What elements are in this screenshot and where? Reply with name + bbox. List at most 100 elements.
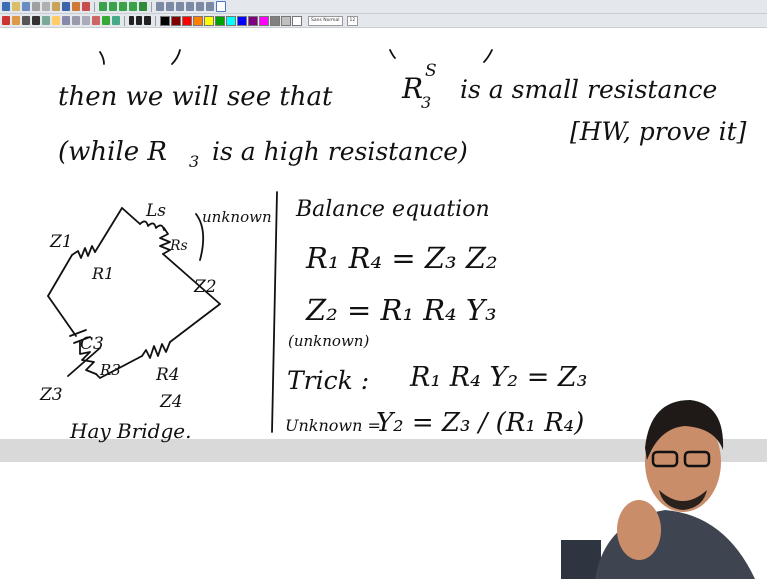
ls-inductor — [139, 220, 165, 231]
color-swatch[interactable] — [193, 15, 203, 26]
pen-tool-icon[interactable] — [2, 16, 10, 25]
zoom-width-icon[interactable] — [176, 2, 184, 11]
equation-1: R₁ R₄ = Z₃ Z₂ — [305, 241, 498, 275]
c3-capacitor — [73, 336, 91, 344]
cut-icon[interactable] — [32, 2, 40, 11]
select-rect-icon[interactable] — [82, 16, 90, 25]
color-swatch[interactable] — [292, 15, 302, 26]
highlighter-icon[interactable] — [52, 16, 60, 25]
main-toolbar — [0, 0, 767, 14]
ink-fragment — [171, 49, 181, 65]
previous-page-icon[interactable] — [109, 2, 117, 11]
bridge-wire — [169, 303, 221, 343]
toolbar-divider — [124, 15, 125, 26]
hay-bridge-caption: Hay Bridge. — [69, 419, 191, 443]
zoom-out-icon[interactable] — [166, 2, 174, 11]
bridge-wire — [47, 295, 77, 337]
presenter-webcam — [561, 400, 755, 579]
hand-tool-icon[interactable] — [112, 16, 120, 25]
note-line-1: then we will see that — [58, 82, 333, 112]
thin-pen-icon[interactable] — [129, 16, 134, 25]
unknown-brace — [195, 213, 205, 261]
save-icon[interactable] — [22, 2, 30, 11]
z1-label: Z1 — [49, 232, 73, 252]
select-region-icon[interactable] — [92, 16, 100, 25]
z2-label: Z2 — [193, 277, 217, 297]
font-size-selector[interactable]: 12 — [346, 15, 359, 26]
copy-icon[interactable] — [42, 2, 50, 11]
new-page-icon[interactable] — [2, 2, 10, 11]
z3-label: Z3 — [39, 385, 63, 405]
r3-label: R3 — [99, 361, 121, 379]
color-swatch[interactable] — [259, 15, 269, 26]
note-page[interactable] — [0, 28, 767, 439]
presenter-hair — [645, 400, 724, 460]
note-line-2-rest: is a high resistance) — [212, 137, 468, 166]
next-page-icon[interactable] — [119, 2, 127, 11]
color-swatch[interactable] — [182, 15, 192, 26]
bridge-wire — [162, 253, 221, 305]
paste-icon[interactable] — [52, 2, 60, 11]
add-page-icon[interactable] — [139, 2, 147, 11]
balance-heading: Balance equation — [295, 197, 490, 222]
color-palette — [160, 15, 302, 26]
bridge-wire — [121, 207, 141, 225]
undo-icon[interactable] — [72, 2, 80, 11]
redo-icon[interactable] — [82, 2, 90, 11]
z4-label: Z4 — [159, 392, 183, 412]
page-gap — [0, 439, 767, 462]
presenter-face — [645, 412, 721, 512]
r3-subscript: 3 — [189, 152, 199, 171]
ink-fragment — [99, 51, 105, 65]
eraser-icon[interactable] — [12, 16, 20, 25]
color-swatch[interactable] — [171, 15, 181, 26]
font-selector[interactable]: Sans Normal — [308, 15, 343, 26]
first-page-icon[interactable] — [99, 2, 107, 11]
vertical-space-icon[interactable] — [102, 16, 110, 25]
zoom-custom-icon[interactable] — [206, 2, 214, 11]
equation-4: Y₂ = Z₃ / (R₁ R₄) — [376, 408, 584, 438]
unknown-label: unknown — [202, 208, 272, 226]
r4-resistor — [141, 341, 171, 359]
fullscreen-icon[interactable] — [216, 1, 226, 12]
image-tool-icon[interactable] — [42, 16, 50, 25]
shape-recognizer-icon[interactable] — [72, 16, 80, 25]
thick-pen-icon[interactable] — [144, 16, 151, 25]
r3s-symbol: R — [401, 72, 423, 105]
c3-label: C3 — [80, 334, 104, 354]
color-swatch[interactable] — [215, 15, 225, 26]
bridge-wire — [95, 355, 143, 379]
text-tool-icon[interactable] — [32, 16, 40, 25]
print-icon[interactable] — [62, 2, 70, 11]
chair-back — [561, 540, 601, 579]
homework-note: [HW, prove it] — [570, 117, 747, 146]
equation-2: Z₂ = R₁ R₄ Y₃ — [305, 293, 497, 327]
color-swatch[interactable] — [237, 15, 247, 26]
trick-label: Trick : — [287, 366, 369, 395]
presenter-hand — [617, 500, 661, 560]
bridge-wire — [94, 207, 123, 253]
zoom-in-icon[interactable] — [156, 2, 164, 11]
zoom-page-icon[interactable] — [186, 2, 194, 11]
color-swatch[interactable] — [160, 15, 170, 26]
equation-3: R₁ R₄ Y₂ = Z₃ — [409, 362, 588, 393]
rs-resistor — [159, 227, 171, 255]
note-line-2: (while R — [58, 137, 167, 167]
r4-label: R4 — [155, 365, 180, 385]
open-icon[interactable] — [12, 2, 20, 11]
last-page-icon[interactable] — [129, 2, 137, 11]
color-swatch[interactable] — [226, 15, 236, 26]
note-line-1-rest: is a small resistance — [460, 75, 717, 104]
toolbar-divider — [151, 1, 152, 12]
color-swatch[interactable] — [204, 15, 214, 26]
medium-pen-icon[interactable] — [136, 16, 142, 25]
zoom-fit-icon[interactable] — [196, 2, 204, 11]
color-swatch[interactable] — [270, 15, 280, 26]
color-swatch[interactable] — [248, 15, 258, 26]
ruler-icon[interactable] — [62, 16, 70, 25]
bridge-wire — [47, 254, 73, 297]
color-swatch[interactable] — [281, 15, 291, 26]
ink-fragment — [389, 49, 396, 59]
r1-label: R1 — [91, 264, 114, 283]
line-tool-icon[interactable] — [22, 16, 30, 25]
